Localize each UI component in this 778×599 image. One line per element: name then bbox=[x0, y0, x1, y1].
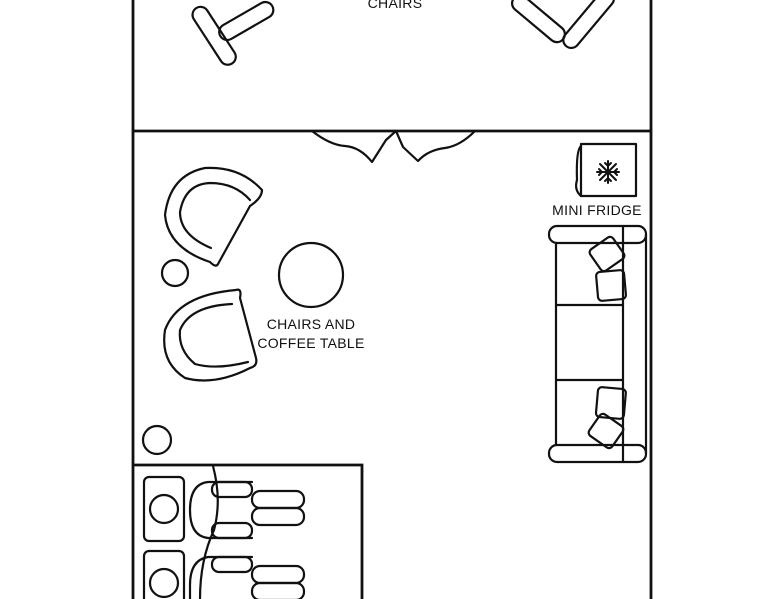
nightstand bbox=[142, 475, 186, 599]
divider-curtain bbox=[198, 464, 219, 599]
coffee-table bbox=[277, 241, 345, 309]
top-chairs-label: CHAIRS bbox=[367, 0, 423, 11]
chairs-coffee-label-line1: CHAIRS AND bbox=[266, 316, 356, 332]
armchair-bottom bbox=[163, 288, 258, 382]
walls bbox=[131, 0, 653, 599]
snowflake-icon bbox=[596, 160, 620, 184]
side-table bbox=[160, 258, 190, 288]
top-left-chair bbox=[191, 0, 275, 66]
lounger-2 bbox=[188, 555, 306, 599]
chairs-coffee-label-line2: COFFEE TABLE bbox=[257, 335, 365, 351]
side-table bbox=[141, 424, 173, 456]
top-right-chair bbox=[510, 0, 616, 50]
mini-fridge-label: MINI FRIDGE bbox=[552, 202, 642, 218]
mini-fridge bbox=[575, 142, 638, 198]
sofa bbox=[547, 224, 648, 464]
curtain bbox=[310, 129, 477, 164]
armchair-top bbox=[163, 166, 264, 267]
lounger-1 bbox=[188, 480, 306, 540]
